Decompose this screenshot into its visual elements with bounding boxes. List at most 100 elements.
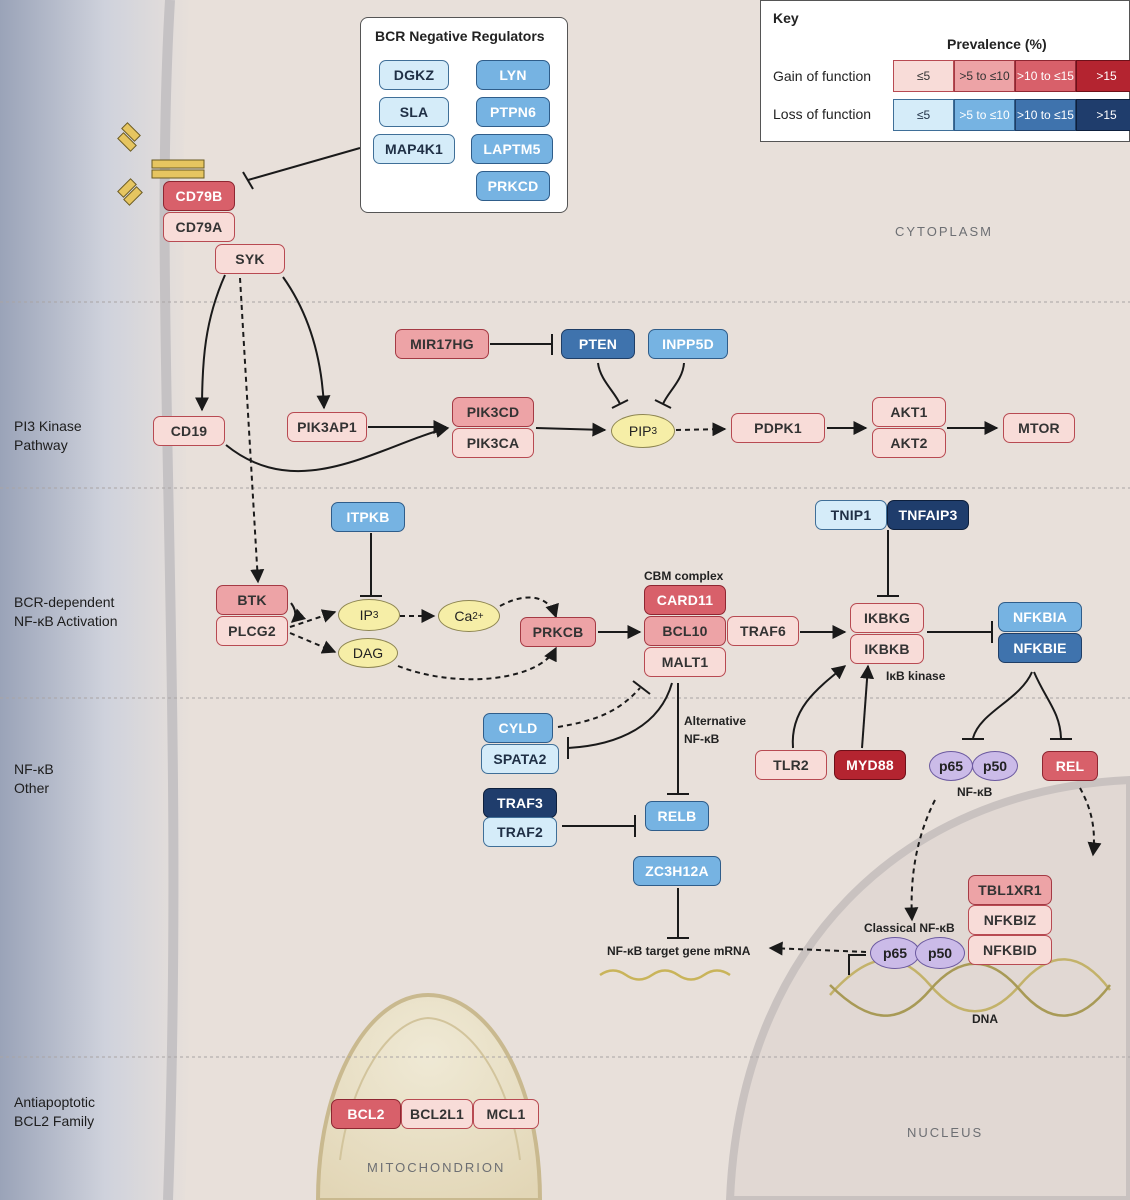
gene-traf2: TRAF2 [483, 817, 557, 847]
nfkb-p65: p65 [929, 751, 973, 781]
section-nfkb-other-line1: NF-κB [14, 761, 54, 777]
section-bcl2: Antiapoptotic BCL2 Family [14, 1093, 95, 1131]
alternative-nfkb-line2: NF-κB [684, 732, 720, 746]
gene-tnfaip3: TNFAIP3 [887, 500, 969, 530]
key-gain-bin-1: ≤5 [893, 60, 954, 92]
gene-nfkbid: NFKBID [968, 935, 1052, 965]
target-mrna-label: NF-κB target gene mRNA [607, 944, 751, 958]
gene-prkcd: PRKCD [476, 171, 550, 201]
gene-bcl10: BCL10 [644, 616, 726, 646]
gene-ikbkg: IKBKG [850, 603, 924, 633]
key-gain-label: Gain of function [773, 68, 872, 84]
gene-ptpn6: PTPN6 [476, 97, 550, 127]
inhibition-lines [242, 147, 1072, 975]
gene-btk: BTK [216, 585, 288, 615]
section-nfkb-other: NF-κB Other [14, 760, 54, 798]
gene-lyn: LYN [476, 60, 550, 90]
gene-tlr2: TLR2 [755, 750, 827, 780]
key-gain-bin-3: >10 to ≤15 [1015, 60, 1076, 92]
nfkb-label: NF-κB [957, 785, 993, 799]
ca-label: Ca [454, 608, 473, 624]
classical-nfkb-p65: p65 [870, 937, 920, 969]
key-gain-row: ≤5 >5 to ≤10 >10 to ≤15 >15 [893, 60, 1130, 92]
bcr-receptor-icon [117, 122, 205, 206]
ca-superscript: 2+ [472, 610, 484, 622]
dna-label: DNA [972, 1012, 998, 1026]
gene-inpp5d: INPP5D [648, 329, 728, 359]
gene-cd79b: CD79B [163, 181, 235, 211]
gene-traf6: TRAF6 [727, 616, 799, 646]
pip3-subscript: 3 [651, 425, 658, 437]
section-pi3k-line1: PI3 Kinase [14, 418, 82, 434]
gene-rel: REL [1042, 751, 1098, 781]
alternative-nfkb-label: Alternative NF-κB [684, 712, 746, 748]
gene-ikbkb: IKBKB [850, 634, 924, 664]
nfkb-p50: p50 [972, 751, 1018, 781]
gene-relb: RELB [645, 801, 709, 831]
section-pi3k: PI3 Kinase Pathway [14, 417, 82, 455]
gene-akt2: AKT2 [872, 428, 946, 458]
key-title: Key [773, 10, 799, 26]
gene-akt1: AKT1 [872, 397, 946, 427]
gene-mir17hg: MIR17HG [395, 329, 489, 359]
section-bcl2-line2: BCL2 Family [14, 1113, 95, 1129]
gene-pik3ap1: PIK3AP1 [287, 412, 367, 442]
section-nfkb-other-line2: Other [14, 780, 50, 796]
gene-card11: CARD11 [644, 585, 726, 615]
section-bcl2-line1: Antiapoptotic [14, 1094, 95, 1110]
gene-sla: SLA [379, 97, 449, 127]
gene-traf3: TRAF3 [483, 788, 557, 818]
cytoplasm-label: CYTOPLASM [895, 224, 993, 239]
key-loss-label: Loss of function [773, 106, 872, 122]
section-pi3k-line2: Pathway [14, 437, 68, 453]
gene-nfkbiz: NFKBIZ [968, 905, 1052, 935]
gene-laptm5: LAPTM5 [471, 134, 553, 164]
alternative-nfkb-line1: Alternative [684, 714, 747, 728]
bcr-negative-regulators-panel: BCR Negative Regulators DGKZ SLA MAP4K1 … [360, 17, 568, 213]
gene-mcl1: MCL1 [473, 1099, 539, 1129]
legend-key: Key Prevalence (%) Gain of function Loss… [760, 0, 1130, 142]
section-dividers [0, 301, 1130, 1058]
gene-nfkbia: NFKBIA [998, 602, 1082, 632]
gene-prkcb: PRKCB [520, 617, 596, 647]
key-prevalence-label: Prevalence (%) [947, 36, 1047, 52]
neg-regulators-title: BCR Negative Regulators [375, 28, 545, 44]
classical-nfkb-p50: p50 [915, 937, 965, 969]
gene-tnip1: TNIP1 [815, 500, 887, 530]
gene-spata2: SPATA2 [481, 744, 559, 774]
molecule-dag: DAG [338, 638, 398, 668]
gene-dgkz: DGKZ [379, 60, 449, 90]
ip3-subscript: 3 [372, 609, 379, 621]
pip3-label: PIP [628, 423, 652, 439]
nucleus-label: NUCLEUS [907, 1125, 984, 1140]
ikb-kinase-label: IκB kinase [886, 669, 946, 683]
cbm-complex-label: CBM complex [644, 569, 724, 583]
ip3-label: IP [359, 607, 373, 623]
pathway-arrows [195, 274, 1102, 956]
gene-pik3cd: PIK3CD [452, 397, 534, 427]
gene-itpkb: ITPKB [331, 502, 405, 532]
gene-cd79a: CD79A [163, 212, 235, 242]
gene-cd19: CD19 [153, 416, 225, 446]
gene-pten: PTEN [561, 329, 635, 359]
gene-tbl1xr1: TBL1XR1 [968, 875, 1052, 905]
gene-syk: SYK [215, 244, 285, 274]
gene-malt1: MALT1 [644, 647, 726, 677]
key-loss-bin-1: ≤5 [893, 99, 954, 131]
key-gain-bin-2: >5 to ≤10 [954, 60, 1015, 92]
classical-nfkb-label: Classical NF-κB [864, 921, 955, 935]
section-bcr-nfkb-line1: BCR-dependent [14, 594, 115, 610]
mitochondrion-label: MITOCHONDRION [367, 1160, 506, 1175]
gene-zc3h12a: ZC3H12A [633, 856, 721, 886]
gene-pik3ca: PIK3CA [452, 428, 534, 458]
key-loss-row: ≤5 >5 to ≤10 >10 to ≤15 >15 [893, 99, 1130, 131]
key-loss-bin-2: >5 to ≤10 [954, 99, 1015, 131]
key-loss-bin-3: >10 to ≤15 [1015, 99, 1076, 131]
gene-nfkbie: NFKBIE [998, 633, 1082, 663]
section-bcr-nfkb-line2: NF-κB Activation [14, 613, 118, 629]
cell-membrane [0, 0, 192, 1200]
